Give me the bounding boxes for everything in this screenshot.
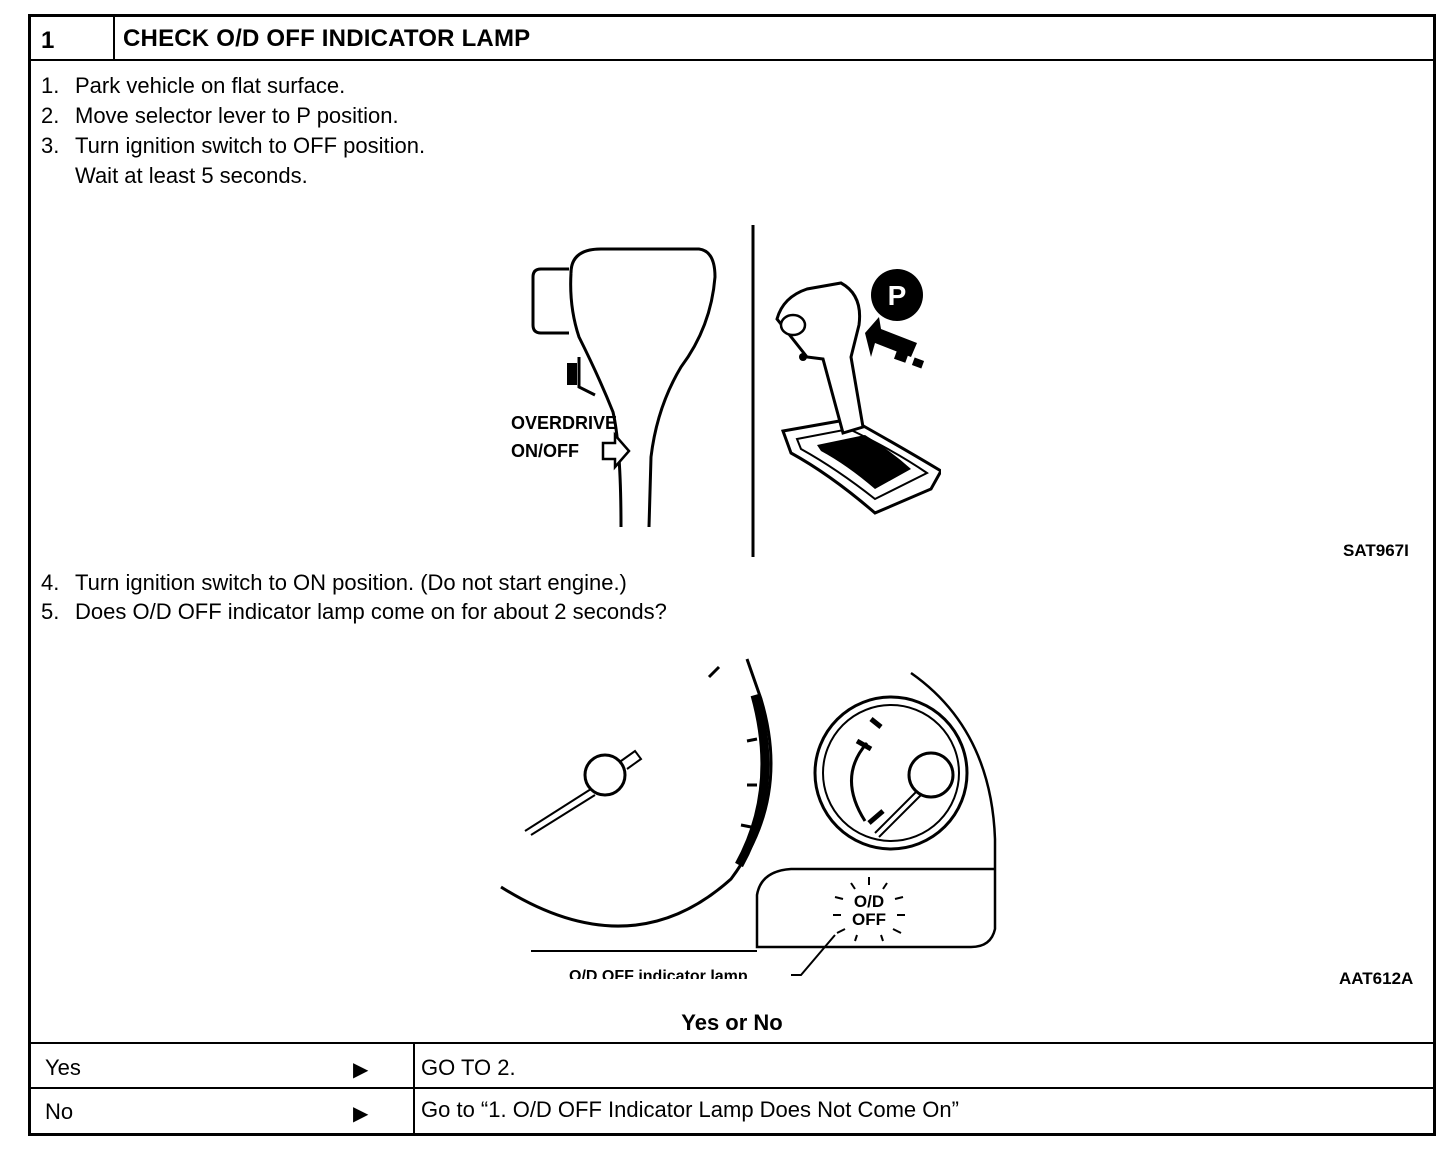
shift-knob-outline-right bbox=[569, 247, 717, 528]
answer-yes-label: Yes bbox=[45, 1055, 81, 1080]
arrow-dash bbox=[911, 357, 925, 369]
gauge-tick bbox=[855, 738, 873, 752]
instrument-cluster-figure: O/D OFF O/D OFF indicator lamp bbox=[500, 658, 997, 979]
step-title: CHECK O/D OFF INDICATOR LAMP bbox=[123, 25, 531, 52]
answer-no-action: Go to “1. O/D OFF Indicator Lamp Does No… bbox=[421, 1097, 959, 1122]
overdrive-switch bbox=[567, 363, 577, 385]
answers-row-divider bbox=[31, 1087, 1433, 1089]
instruction-number: 4. bbox=[41, 570, 60, 595]
instruction-5: 5. Does O/D OFF indicator lamp come on fo… bbox=[41, 597, 667, 627]
selector-lever-figure: OVERDRIVE ON/OFF P bbox=[511, 225, 941, 557]
gauge-tick bbox=[707, 665, 721, 679]
right-gauge-face bbox=[822, 704, 960, 842]
needle-tail bbox=[620, 749, 643, 770]
instruction-4: 4. Turn ignition switch to ON position. (… bbox=[41, 568, 627, 598]
park-badge-label: P bbox=[888, 280, 907, 311]
speedometer-arc bbox=[500, 658, 773, 928]
right-gauge-scale bbox=[850, 742, 869, 822]
instruction-number: 5. bbox=[41, 599, 60, 624]
overdrive-arrow-icon bbox=[601, 431, 631, 471]
answer-yes-action: GO TO 2. bbox=[421, 1055, 516, 1080]
overdrive-label-line2: ON/OFF bbox=[511, 441, 579, 461]
gauge-tick bbox=[867, 809, 885, 825]
step-number: 1 bbox=[41, 27, 55, 54]
speedometer-needle-edge bbox=[530, 794, 596, 836]
lever-detent-mark bbox=[799, 353, 807, 361]
header-divider bbox=[31, 59, 1433, 61]
gauge-tick bbox=[869, 717, 883, 729]
speedometer-needle bbox=[524, 788, 592, 832]
knob-side-button bbox=[531, 267, 569, 335]
od-lamp-line1: O/D bbox=[854, 892, 884, 911]
instruction-number: 2. bbox=[41, 103, 60, 128]
speedometer-scale-band bbox=[735, 693, 770, 868]
answer-no-label: No bbox=[45, 1099, 74, 1124]
instruction-text: Park vehicle on flat surface. bbox=[75, 73, 346, 98]
header-column-divider bbox=[113, 17, 115, 59]
right-gauge-needle bbox=[874, 790, 918, 834]
instruction-text: Turn ignition switch to OFF position. bbox=[75, 133, 426, 158]
answer-no-arrow-icon: ▶ bbox=[353, 1103, 369, 1125]
overdrive-label-line1: OVERDRIVE bbox=[511, 413, 617, 433]
arrow-dash bbox=[893, 351, 909, 363]
gauge-tick bbox=[746, 737, 758, 743]
answer-yes-arrow-icon: ▶ bbox=[353, 1059, 369, 1081]
instruction-3: 3. Turn ignition switch to OFF position. bbox=[41, 131, 425, 161]
shift-knob-outline-left bbox=[569, 272, 623, 528]
push-arrow-icon bbox=[865, 317, 917, 357]
lever-button bbox=[779, 313, 807, 337]
shift-lever bbox=[775, 281, 865, 435]
right-gauge-needle-edge bbox=[878, 794, 922, 838]
instruction-1: 1. Park vehicle on flat surface. bbox=[41, 71, 345, 101]
lamp-callout-leader bbox=[791, 934, 836, 976]
instruction-text: Does O/D OFF indicator lamp come on for … bbox=[75, 599, 667, 624]
instruction-3-continued: Wait at least 5 seconds. bbox=[41, 161, 308, 191]
cluster-housing bbox=[755, 671, 997, 949]
answers-column-divider bbox=[413, 1042, 415, 1133]
diagnostic-step-table: 1 CHECK O/D OFF INDICATOR LAMP 1. Park ve… bbox=[28, 14, 1436, 1136]
instruction-number: 1. bbox=[41, 73, 60, 98]
right-gauge-bezel bbox=[813, 695, 969, 851]
yes-no-question: Yes or No bbox=[681, 1010, 783, 1035]
od-lamp-line2: OFF bbox=[852, 910, 886, 929]
instruction-text: Turn ignition switch to ON position. (Do… bbox=[75, 570, 627, 595]
instruction-2: 2. Move selector lever to P position. bbox=[41, 101, 399, 131]
figure2-code: AAT612A bbox=[1339, 969, 1414, 988]
figure1-code: SAT967I bbox=[1343, 541, 1409, 560]
shift-gate-indicator bbox=[817, 435, 911, 489]
lamp-callout-text: O/D OFF indicator lamp bbox=[569, 968, 748, 979]
instruction-number: 3. bbox=[41, 133, 60, 158]
lamp-glow-icon bbox=[833, 877, 905, 942]
gauge-tick bbox=[740, 823, 752, 829]
right-gauge-hub bbox=[907, 751, 955, 799]
park-position-badge bbox=[871, 269, 923, 321]
switch-housing bbox=[577, 357, 596, 397]
instruction-text: Move selector lever to P position. bbox=[75, 103, 399, 128]
speedometer-hub bbox=[583, 753, 627, 797]
answers-top-divider bbox=[31, 1042, 1433, 1044]
instruction-text: Wait at least 5 seconds. bbox=[75, 163, 308, 188]
